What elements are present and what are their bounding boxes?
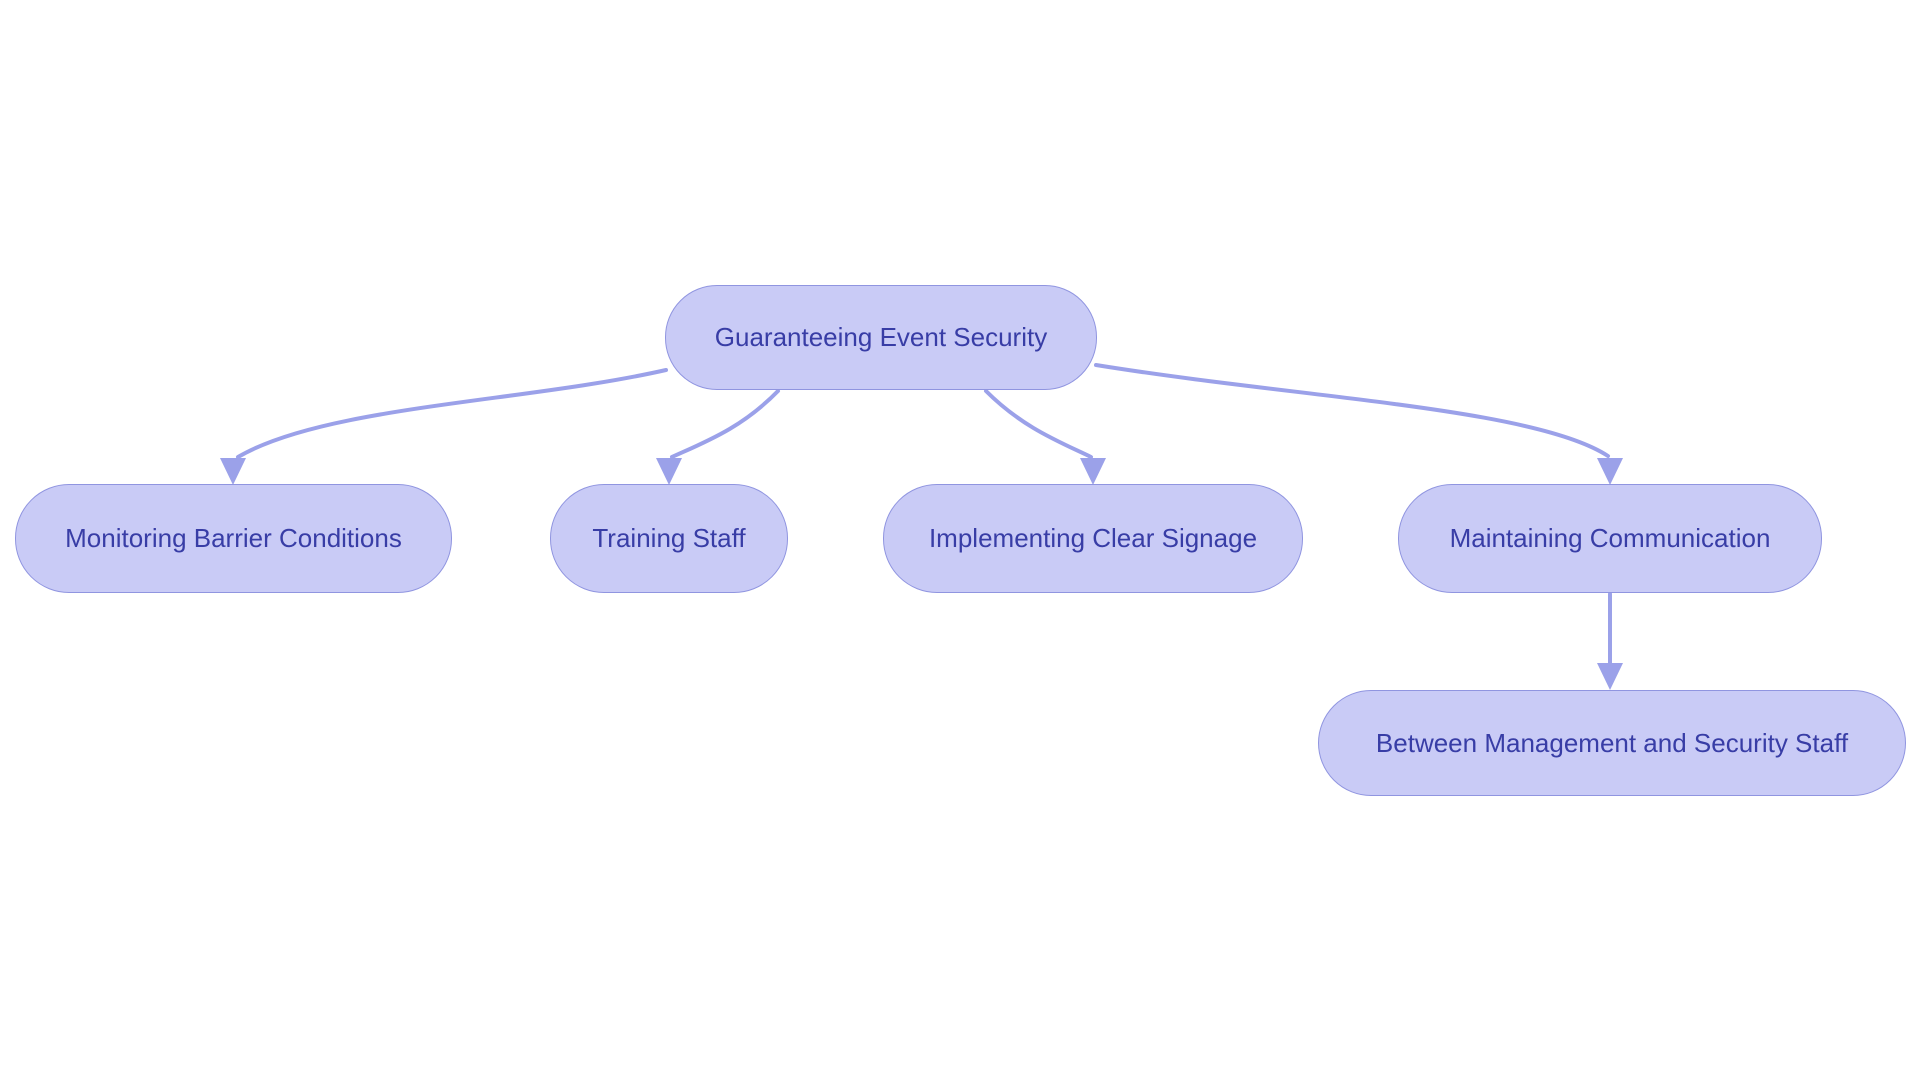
edge-root-to-monitoring [236,368,668,459]
node-between-management-and-security-staff: Between Management and Security Staff [1318,690,1906,796]
arrowhead-between [1597,663,1623,690]
node-label: Between Management and Security Staff [1375,727,1849,758]
arrowhead-communication [1597,458,1623,485]
node-training-staff: Training Staff [550,484,788,593]
arrowhead-signage [1080,458,1106,485]
arrowhead-monitoring [220,458,246,485]
node-label: Maintaining Communication [1449,523,1771,553]
node-label: Training Staff [592,523,746,553]
node-label: Implementing Clear Signage [928,523,1258,553]
node-implementing-clear-signage: Implementing Clear Signage [883,484,1303,593]
edge-root-to-training [670,389,780,459]
node-label: Guaranteeing Event Security [714,322,1048,352]
node-maintaining-communication: Maintaining Communication [1398,484,1822,593]
arrowhead-training [656,458,682,485]
node-guaranteeing-event-security: Guaranteeing Event Security [665,285,1097,390]
node-monitoring-barrier-conditions: Monitoring Barrier Conditions [15,484,452,593]
node-label: Monitoring Barrier Conditions [65,523,402,553]
edge-root-to-signage [984,389,1093,459]
edge-root-to-communication [1094,363,1610,458]
